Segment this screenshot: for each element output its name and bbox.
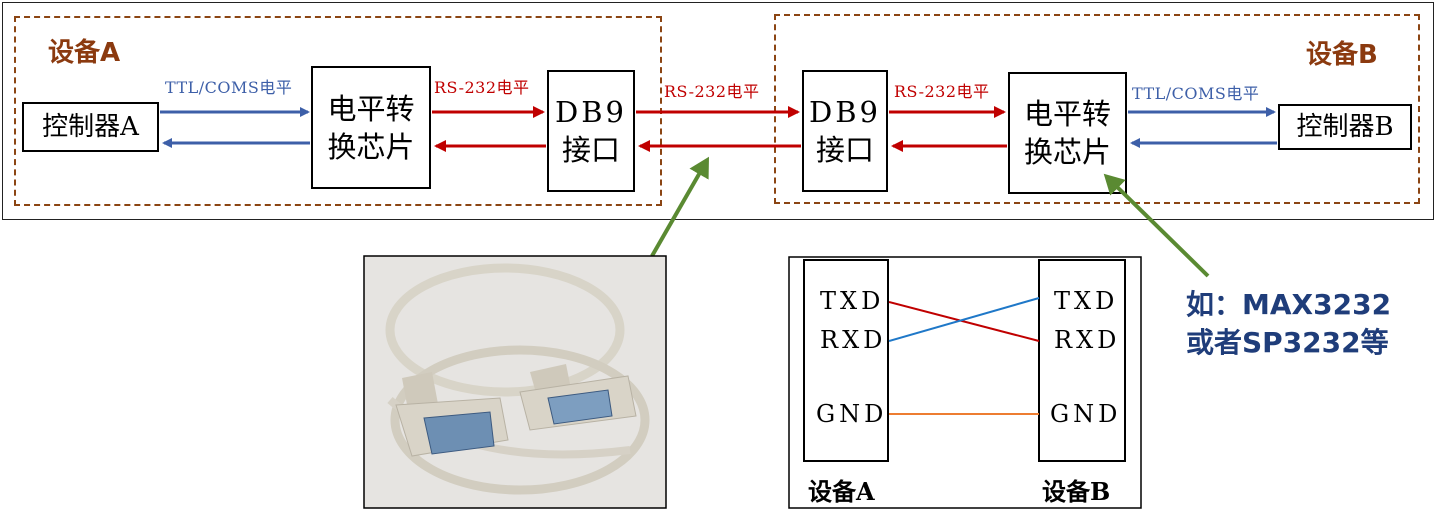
wire-rxd-a-to-txd-b — [888, 297, 1040, 342]
pin-a-rxd: RXD — [820, 326, 887, 354]
wiring-left-box — [803, 259, 889, 462]
chip-pointer-arrow — [1103, 173, 1210, 278]
converter-b-line1: 电平转 — [1023, 97, 1111, 131]
system-frame — [2, 2, 1434, 220]
db9-a-box: DB9 接口 — [547, 70, 635, 192]
db9-a-line2: 接口 — [561, 133, 620, 167]
device-a-title: 设备A — [48, 38, 121, 68]
converter-a-line2: 换芯片 — [327, 129, 415, 164]
controller-b-box: 控制器B — [1278, 104, 1412, 150]
rs232-label-a: RS-232电平 — [434, 78, 530, 97]
chip-example-note: 如：MAX3232 或者SP3232等 — [1186, 286, 1391, 362]
pin-b-txd: TXD — [1054, 287, 1119, 315]
wire-txd-a-to-rxd-b — [888, 301, 1040, 342]
db9-b-box: DB9 接口 — [802, 70, 888, 192]
controller-a-box: 控制器A — [22, 102, 159, 152]
controller-b-label: 控制器B — [1296, 112, 1394, 142]
controller-a-label: 控制器A — [42, 112, 139, 142]
converter-b-box: 电平转 换芯片 — [1008, 72, 1127, 194]
rs232-link-label: RS-232电平 — [664, 82, 760, 101]
db9-b-line2: 接口 — [815, 133, 874, 167]
device-b-group — [774, 14, 1420, 204]
db9-cable-photo — [363, 255, 667, 509]
wiring-device-b-label: 设备B — [1042, 477, 1111, 506]
chip-example-line2: 或者SP3232等 — [1186, 326, 1389, 359]
ttl-label-a: TTL/COMS电平 — [165, 78, 293, 97]
wiring-frame — [788, 256, 1142, 509]
db9-a-line1: DB9 — [554, 95, 627, 129]
ttl-label-b: TTL/COMS电平 — [1132, 84, 1260, 103]
converter-b-line2: 换芯片 — [1023, 135, 1111, 169]
pin-b-gnd: GND — [1050, 400, 1122, 428]
pin-a-txd: TXD — [820, 287, 885, 315]
cable-pointer-arrow — [650, 156, 709, 257]
converter-a-box: 电平转 换芯片 — [311, 66, 431, 189]
wiring-right-box — [1038, 259, 1126, 462]
converter-a-line1: 电平转 — [327, 91, 415, 126]
db9-b-line1: DB9 — [808, 95, 881, 129]
rs232-label-b: RS-232电平 — [894, 82, 990, 101]
wiring-device-a-label: 设备A — [808, 477, 875, 506]
device-b-title: 设备B — [1306, 40, 1378, 70]
pin-a-gnd: GND — [816, 400, 888, 428]
chip-example-line1: 如：MAX3232 — [1186, 288, 1392, 321]
pin-b-rxd: RXD — [1054, 326, 1121, 354]
